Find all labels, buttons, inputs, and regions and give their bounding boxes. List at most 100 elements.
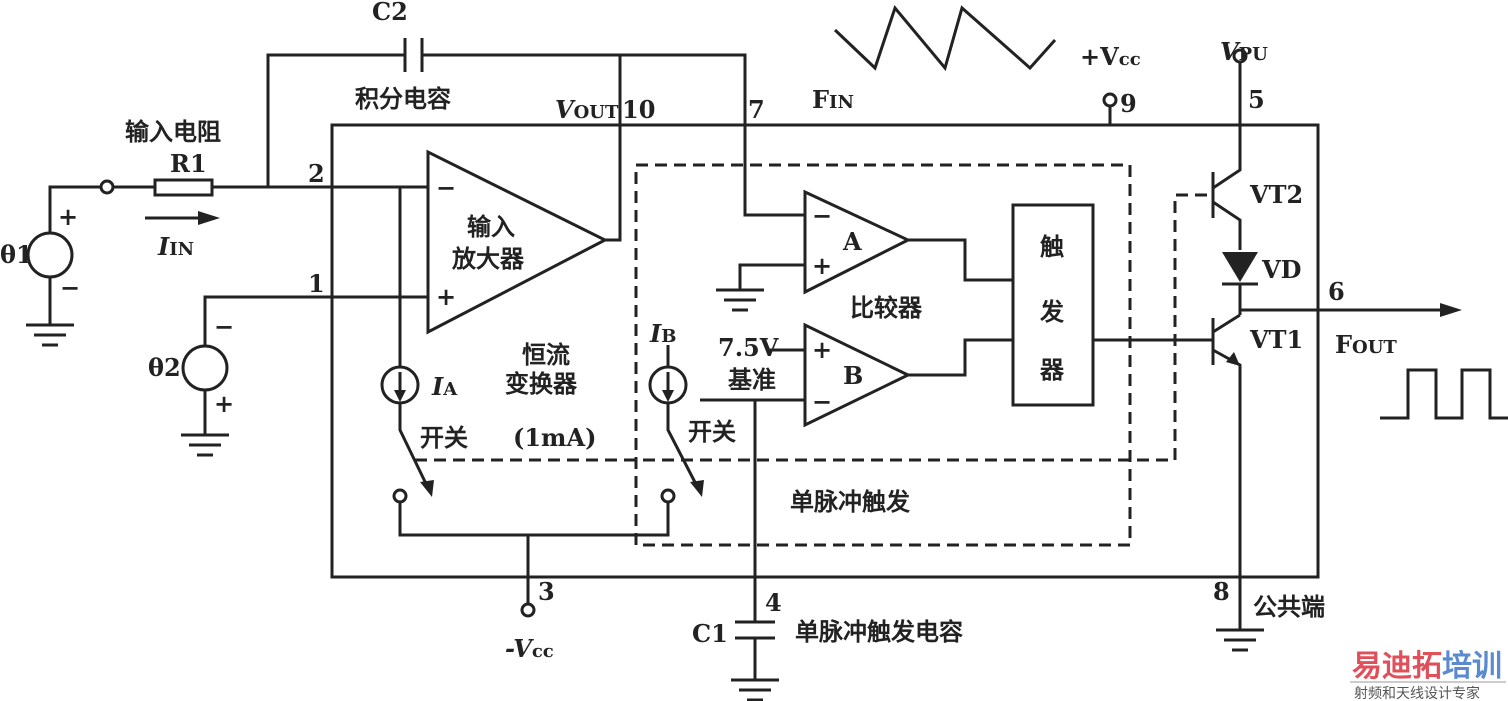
- switch-a-arrowhead: [420, 480, 434, 497]
- label-trigger-2: 发: [1039, 298, 1064, 326]
- label-fout: FOUT: [1335, 330, 1397, 359]
- label-ref: 基准: [728, 366, 776, 394]
- input-terminal: [99, 179, 115, 195]
- e2-plus: +: [214, 389, 234, 418]
- ia-arrowhead: [394, 390, 406, 402]
- comparator-a: [803, 189, 912, 295]
- label-e2: θ2: [148, 353, 181, 382]
- ic-boundary: [330, 123, 1320, 579]
- label-ref-v: 7.5V: [718, 333, 779, 362]
- label-pin4: 4: [765, 588, 782, 617]
- vpu-terminal: [1232, 48, 1248, 64]
- current-source-ib: [648, 365, 688, 405]
- pin1-wire: [203, 295, 428, 346]
- ground-e2: [181, 390, 229, 457]
- switch-b-arrowhead: [690, 480, 704, 497]
- amp-plus: +: [436, 282, 456, 311]
- label-pin6: 6: [1328, 277, 1345, 306]
- comp-a-plus: +: [812, 251, 832, 280]
- label-amp-2: 放大器: [451, 245, 525, 273]
- label-vpu: VPU: [1220, 37, 1268, 66]
- label-current: (1mA): [513, 423, 596, 452]
- ib-wire: [666, 345, 702, 493]
- output-arrowhead: [1440, 303, 1462, 317]
- watermark-logo: 易迪拓 培训 射频和天线设计专家: [1350, 649, 1506, 701]
- label-switch-b: 开关: [688, 418, 736, 446]
- transistor-vt1: [1211, 313, 1242, 630]
- label-r1-desc: 输入电阻: [125, 118, 221, 146]
- capacitor-c2: [403, 38, 424, 72]
- amp-minus: −: [436, 173, 456, 202]
- svg-text:培训: 培训: [1442, 649, 1502, 684]
- label-vcc-plus: +Vcc: [1080, 42, 1141, 71]
- vt1-emitter-arrow: [1226, 352, 1240, 366]
- comp-b-minus: −: [812, 387, 832, 416]
- label-comp-b: B: [843, 361, 863, 390]
- label-pin3: 3: [538, 577, 555, 606]
- label-cc-1: 恒流: [522, 341, 570, 369]
- label-vout: VOUT: [555, 95, 619, 124]
- e1-minus: −: [60, 273, 80, 302]
- label-pin5: 5: [1248, 85, 1265, 114]
- trigger-block: [1011, 203, 1095, 407]
- capacitor-c1: [735, 620, 775, 640]
- resistor-r1: [153, 178, 214, 197]
- label-oneshot: 单脉冲触发: [790, 488, 910, 516]
- label-pin8: 8: [1213, 577, 1230, 606]
- label-fin: FIN: [812, 85, 854, 114]
- label-amp-1: 输入: [467, 213, 515, 241]
- input-amplifier: [426, 149, 609, 335]
- label-pin2: 2: [308, 159, 325, 188]
- label-e1: θ1: [0, 240, 33, 269]
- ground-e1: [26, 277, 74, 347]
- comparator-outputs: [908, 238, 1213, 377]
- oneshot-dashed-box: [634, 163, 1132, 547]
- label-trigger-3: 器: [1039, 356, 1065, 384]
- label-c2: C2: [372, 0, 408, 26]
- pin3-terminal: [520, 602, 536, 618]
- label-c1: C1: [692, 619, 728, 648]
- switch-common-wire: [398, 502, 670, 604]
- comp-a-minus: −: [812, 201, 832, 230]
- ground-c1: [731, 678, 779, 701]
- label-pin10: 10: [622, 95, 655, 124]
- label-cc-2: 变换器: [505, 370, 578, 398]
- label-c1-desc: 单脉冲触发电容: [795, 618, 963, 646]
- source-e2: [181, 344, 229, 392]
- current-source-ia: [380, 365, 420, 405]
- c2-wire: [266, 53, 805, 242]
- e2-minus: −: [214, 312, 234, 341]
- label-common: 公共端: [1253, 593, 1325, 621]
- label-switch-a: 开关: [420, 424, 468, 452]
- label-vd: VD: [1261, 255, 1301, 284]
- vcc-terminal: [1102, 92, 1118, 108]
- svg-text:易迪拓: 易迪拓: [1352, 649, 1442, 684]
- label-vt1: VT1: [1249, 325, 1303, 354]
- label-comparator: 比较器: [850, 294, 923, 322]
- label-ia: IA: [431, 372, 458, 401]
- ground-common: [1216, 628, 1264, 652]
- diode-vd: [1222, 252, 1258, 282]
- input-wire: [48, 185, 428, 233]
- label-trigger-1: 触: [1040, 233, 1064, 261]
- svg-text:射频和天线设计专家: 射频和天线设计专家: [1354, 685, 1480, 701]
- switch-a-contact: [392, 488, 408, 504]
- reference-wire: [700, 348, 805, 680]
- sawtooth-waveform: [833, 4, 1057, 72]
- label-pin7: 7: [748, 95, 765, 124]
- label-pin9: 9: [1120, 89, 1137, 118]
- comp-a-plus-ground: [716, 263, 805, 312]
- label-vcc-minus: -Vcc: [505, 634, 554, 663]
- iin-arrowhead: [198, 211, 220, 225]
- label-ib: IB: [649, 319, 676, 348]
- label-vt2: VT2: [1249, 180, 1303, 209]
- e1-plus: +: [58, 202, 78, 231]
- ib-arrowhead: [662, 390, 674, 402]
- switch-b-contact: [660, 488, 676, 504]
- label-iin: IIN: [157, 232, 194, 261]
- ia-wire: [398, 187, 432, 493]
- source-e1: [26, 231, 74, 279]
- label-r1: R1: [170, 149, 207, 178]
- label-pin1: 1: [308, 269, 325, 298]
